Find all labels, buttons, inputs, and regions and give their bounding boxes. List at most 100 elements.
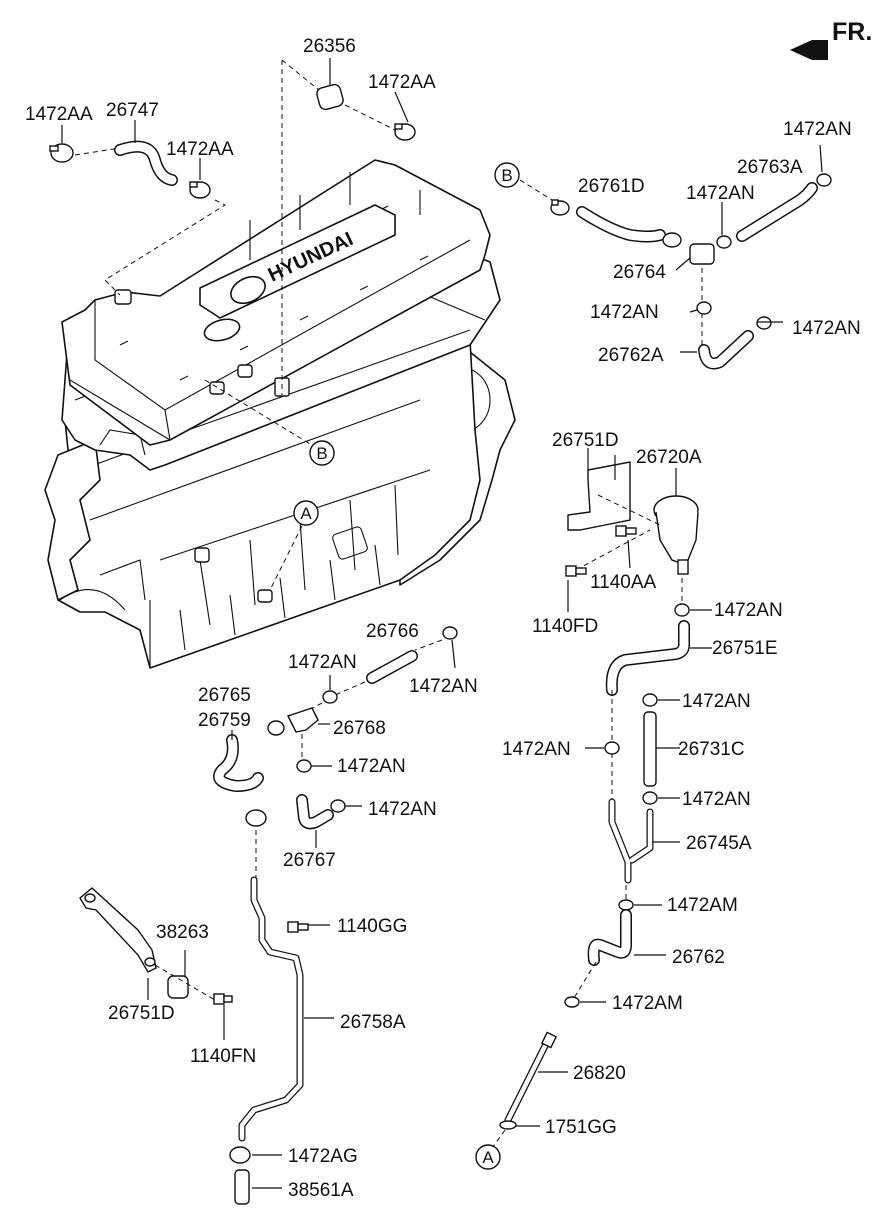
leader-line xyxy=(344,104,396,131)
bracket-hole xyxy=(84,893,96,903)
engine-front-cover xyxy=(44,439,101,601)
bracket-hole xyxy=(144,957,156,967)
clamp-icon xyxy=(756,316,772,330)
bolt-icon xyxy=(565,565,587,577)
o-ring-1751GG xyxy=(499,1120,517,1130)
clamp-icon xyxy=(322,690,338,704)
front-direction-indicator: FR. xyxy=(790,18,872,60)
clamp-icon xyxy=(674,603,690,617)
part-label: 26356 xyxy=(303,36,356,57)
bracket-group xyxy=(79,887,233,1040)
clamp-icon xyxy=(618,899,634,911)
clamp-icon xyxy=(604,741,620,755)
front-arrow-icon xyxy=(790,40,828,60)
engine-nipple xyxy=(257,589,273,603)
bolt-icon xyxy=(615,525,637,537)
part-label: 26820 xyxy=(573,1063,626,1084)
part-label: 26762A xyxy=(598,345,664,366)
leader-line xyxy=(334,681,366,696)
engine-nipple xyxy=(209,381,225,395)
pipe-26758A xyxy=(238,876,304,1142)
part-label: 1140FN xyxy=(190,1046,256,1067)
clamp-icon xyxy=(716,235,732,249)
hyundai-logo-icon xyxy=(230,275,266,305)
part-label: 1472AN xyxy=(686,183,755,204)
clamp-icon xyxy=(442,626,458,640)
leader-line xyxy=(74,147,121,156)
connector-a-pipe: A xyxy=(475,1144,501,1170)
pipe-fitting xyxy=(540,1031,558,1049)
grommet-26356 xyxy=(316,83,344,111)
leader-line xyxy=(573,961,597,999)
leader-line xyxy=(304,702,323,713)
clamp-icon xyxy=(189,181,211,199)
breather-hose-group xyxy=(49,58,416,451)
bolt-icon xyxy=(287,921,309,933)
part-label: 1140FD xyxy=(532,616,598,637)
part-label: 26768 xyxy=(333,718,386,739)
part-label: 1472AN xyxy=(368,799,437,820)
leader-line xyxy=(269,525,303,591)
part-label: 26751E xyxy=(712,638,778,659)
engine-block-ribs xyxy=(179,544,381,651)
part-label: 26731C xyxy=(678,739,745,760)
connector-a-engine: A xyxy=(293,500,319,526)
part-label: 26763A xyxy=(737,157,803,178)
leader-line xyxy=(575,529,651,571)
svg-text:A: A xyxy=(482,1148,494,1167)
connector-26764 xyxy=(689,243,715,265)
leader-line xyxy=(104,199,227,296)
part-label: 1472AN xyxy=(502,739,571,760)
clamp-icon xyxy=(662,232,682,248)
engine-front-cover-arc xyxy=(59,589,126,611)
valve-cover-ridges xyxy=(69,172,471,441)
part-label: 26765 xyxy=(198,685,251,706)
clamp-icon xyxy=(245,809,267,827)
leader-line xyxy=(204,379,321,451)
part-label: 1472AA xyxy=(368,72,436,93)
part-label: 1472AM xyxy=(667,895,738,916)
engine-nipple xyxy=(194,547,210,563)
bracket-26751D-lower xyxy=(79,887,157,973)
svg-text:A: A xyxy=(300,504,312,523)
part-label: 1472AN xyxy=(783,119,852,140)
valve-26720A-body xyxy=(655,511,699,566)
part-label: 26751D xyxy=(108,1003,175,1024)
bolt-icon xyxy=(213,993,233,1005)
part-label: 1472AN xyxy=(714,600,783,621)
part-label: 1140GG xyxy=(337,916,407,937)
part-label: 1472AG xyxy=(288,1146,358,1167)
leader-line xyxy=(154,964,216,1001)
clamp-icon xyxy=(564,996,580,1008)
cap-38561A xyxy=(234,1169,250,1205)
leader-line xyxy=(414,639,443,651)
clamp-icon xyxy=(394,123,416,141)
part-label: 1751GG xyxy=(545,1117,617,1138)
pcv-hose-group xyxy=(519,144,832,370)
part-label: 1472AN xyxy=(288,652,357,673)
part-label: 26720A xyxy=(636,447,702,468)
part-label: 1472AA xyxy=(25,104,93,125)
part-label: 26758A xyxy=(340,1012,406,1033)
leader-line xyxy=(597,494,661,526)
part-label: 38561A xyxy=(288,1180,354,1201)
clamp-icon xyxy=(296,759,312,773)
connector-26768 xyxy=(287,707,319,733)
connector-b-engine: B xyxy=(309,440,335,466)
part-label: 1472AN xyxy=(590,302,659,323)
part-label: 26759 xyxy=(198,710,251,731)
part-label: 1472AN xyxy=(409,676,478,697)
center-hose-group xyxy=(213,626,458,1205)
clamp-icon xyxy=(267,720,285,736)
part-label: 1472AN xyxy=(682,691,751,712)
leader-line xyxy=(491,1129,506,1149)
part-label: 26745A xyxy=(686,833,752,854)
engine-pad xyxy=(332,526,368,560)
clamp-icon xyxy=(642,693,658,707)
engine-nipple xyxy=(114,289,132,305)
front-label: FR. xyxy=(832,18,872,46)
hose-26731C xyxy=(643,711,657,787)
part-label: 26762 xyxy=(672,947,725,968)
clamp-icon xyxy=(816,173,832,187)
